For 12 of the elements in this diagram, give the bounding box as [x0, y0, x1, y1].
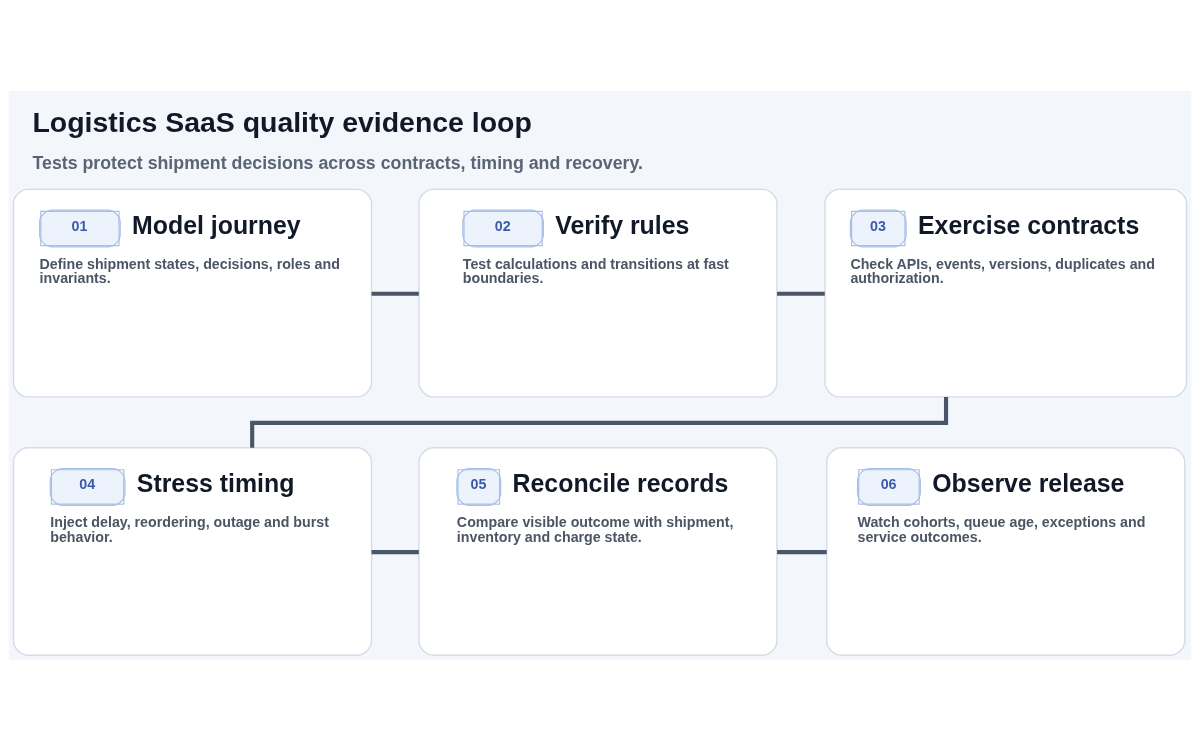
connector — [777, 549, 827, 554]
node-box: 02 Verify rules Test calculations and transitions at fast boundaries. — [418, 188, 778, 398]
node-box: 03 Exercise contracts Check APIs, events, versions, duplicates and authorization. — [824, 188, 1188, 398]
connector — [371, 291, 419, 296]
node-box: 06 Observe release Watch cohorts, queue age, exceptions and service outcomes. — [826, 446, 1186, 656]
node-box: 05 Reconcile records Compare visible outcome with shipment, inventory and charge state. — [418, 446, 778, 656]
node-box: 01 Model journey Define shipment states, decisions, roles and invariants. — [12, 188, 373, 398]
caption: Tests protect shipment decisions across contracts, timing and recovery. — [32, 152, 643, 173]
diagram-title: Logistics SaaS quality evidence loop — [32, 105, 532, 138]
node-box: 04 Stress timing Inject delay, reordering, outage and burst behavior. — [12, 446, 373, 656]
connector — [777, 291, 825, 296]
connector — [371, 549, 419, 554]
